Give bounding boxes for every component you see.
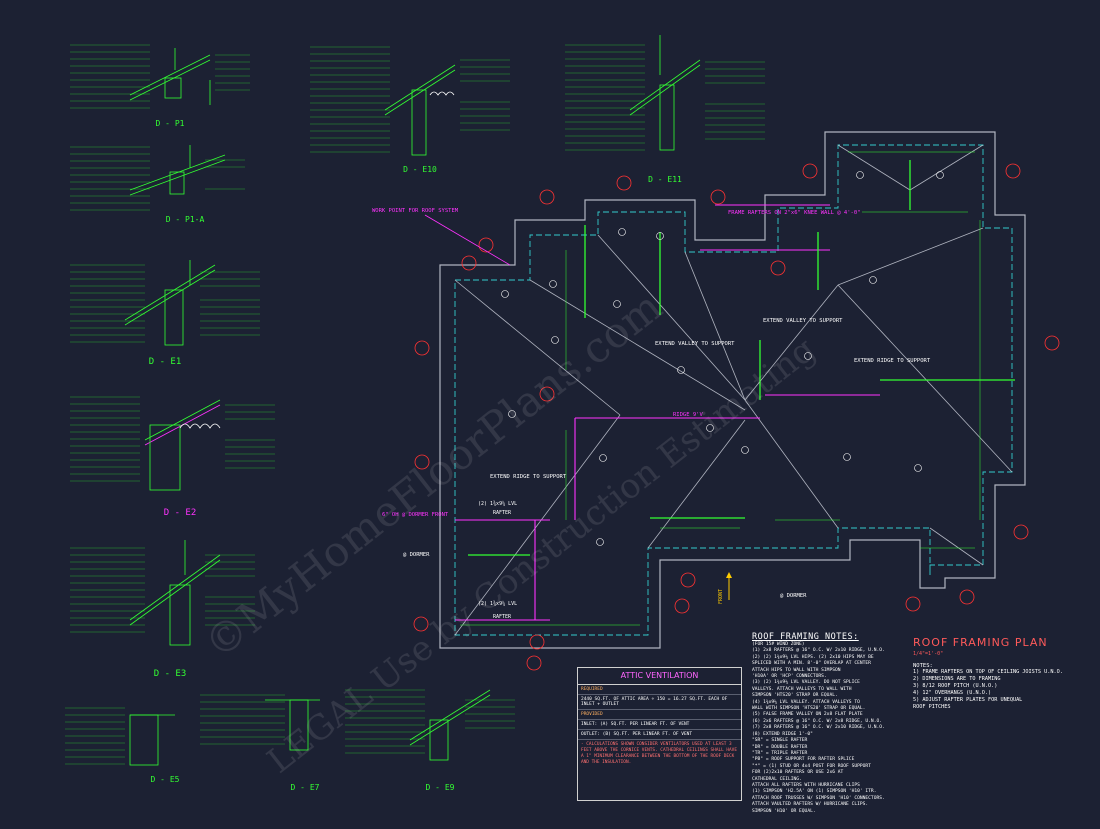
vent-provided: PROVIDED	[578, 710, 741, 720]
detail-d-e2	[70, 396, 275, 491]
detail-d-e9-label: D - E9	[426, 783, 455, 792]
roof-framing-notes: ROOF FRAMING NOTES: (FOR 15# WIND ZONE)(…	[752, 632, 885, 815]
roof-plan-outline	[439, 131, 1026, 649]
notes-line: (4) 1¾x9¼ LVL VALLEY. ATTACH VALLEYS TO	[752, 699, 860, 705]
roof-plan-hips-valleys	[454, 144, 1013, 636]
detail-d-e9	[345, 689, 515, 761]
work-point-label: WORK POINT FOR ROOF SYSTEM	[372, 208, 459, 214]
frame-rafters-label: FRAME RAFTERS ON 2"x6" KNEE WALL @ 4'-0"	[728, 210, 860, 216]
plan-notes-line: 1) FRAME RAFTERS ON TOP OF CEILING JOIST…	[913, 669, 1063, 675]
detail-d-e1-label: D - E1	[149, 357, 182, 367]
plan-title-block: ROOF FRAMING PLAN 1/4"=1'-0" NOTES: 1) F…	[913, 636, 1083, 711]
notes-line: (8) EXTEND RIDGE 1'-0"	[752, 731, 813, 737]
roof-plan-ridges	[455, 204, 880, 621]
notes-line: (7) 2x8 RAFTERS @ 16" O.C. W/ 2x10 RIDGE…	[752, 725, 885, 731]
notes-lines: (FOR 15# WIND ZONE)(1) 2x8 RAFTERS @ 16"…	[752, 642, 885, 815]
notes-line: (6) 2x6 RAFTERS @ 16" O.C. W/ 2x8 RIDGE,…	[752, 718, 882, 724]
notes-line: "*" = (1) STUD OR 4x4 POST FOR ROOF SUPP…	[752, 763, 871, 769]
plan-notes-title: NOTES:	[913, 663, 933, 669]
detail-d-e10-label: D - E10	[403, 165, 437, 174]
plan-notes-lines: 1) FRAME RAFTERS ON TOP OF CEILING JOIST…	[913, 669, 1083, 711]
detail-d-e5-label: D - E5	[151, 775, 180, 784]
notes-line: CATHEDRAL CEILING.	[752, 776, 802, 782]
plan-notes-line: 4) 12" OVERHANGS (U.N.O.)	[913, 690, 992, 696]
notes-line: SPLICED WITH A MIN. 8'-0" OVERLAP AT CEN…	[752, 661, 871, 667]
plan-title: ROOF FRAMING PLAN	[913, 636, 1048, 649]
attic-ventilation-box: ATTIC VENTILATION REQUIRED 2440 SQ.FT. O…	[577, 667, 742, 801]
notes-line: ATTACH ALL RAFTERS WITH HURRICANE CLIPS	[752, 782, 860, 788]
vent-title: ATTIC VENTILATION	[578, 668, 741, 685]
notes-line: (1) 2x8 RAFTERS @ 16" O.C. W/ 2x10 RIDGE…	[752, 648, 885, 654]
notes-title: ROOF FRAMING NOTES:	[752, 632, 859, 642]
notes-line: "TR" = TRIPLE RAFTER	[752, 750, 808, 756]
notes-line: (2) (2) 1¾x9¼ LVL HIPS. (2) 2x10 HIPS MA…	[752, 654, 874, 660]
notes-line: ATTACH HIPS TO WALL WITH SIMPSON	[752, 667, 841, 673]
plan-notes-line: 5) ADJUST RAFTER PLATES FOR UNEQUAL	[913, 697, 1023, 703]
detail-d-e3	[70, 540, 255, 646]
notes-line: VALLEYS. ATTACH VALLEYS TO WALL WITH	[752, 686, 852, 692]
vent-required: REQUIRED	[578, 685, 741, 695]
plan-scale: 1/4"=1'-0"	[913, 651, 944, 657]
notes-line: SIMPSON 'H10' OR EQUAL.	[752, 808, 816, 814]
detail-d-e5	[65, 707, 175, 766]
roof-plan-green-members	[468, 160, 1015, 556]
roof-plan-wall-line	[454, 144, 1013, 636]
extend-valley-label-1: EXTEND VALLEY TO SUPPORT	[763, 318, 843, 324]
detail-d-e1	[70, 260, 260, 346]
notes-line: (1) SIMPSON 'H2.5A' ON (1) SIMPSON 'H10'…	[752, 789, 877, 795]
detail-d-e2-label: D - E2	[164, 508, 197, 518]
notes-line: FOR (2)2x10 RAFTERS OR USE 2x6 AT	[752, 770, 844, 776]
extend-ridge-label-2: EXTEND RIDGE TO SUPPORT	[490, 474, 567, 480]
detail-d-e11-label: D - E11	[648, 175, 682, 184]
roof-plan-dimensions	[460, 151, 981, 626]
plan-notes-line: 3) 8/12 ROOF PITCH (U.N.O.)	[913, 683, 998, 689]
detail-d-e3-label: D - E3	[154, 669, 187, 679]
detail-d-e11	[565, 35, 765, 151]
detail-d-e7-label: D - E7	[291, 783, 320, 792]
notes-line: ATTACH VAULTED RAFTERS W/ HURRICANE CLIP…	[752, 802, 869, 808]
plan-notes-line: ROOF PITCHES	[913, 704, 951, 710]
extend-valley-label-2: EXTEND VALLEY TO SUPPORT	[655, 341, 735, 347]
roof-plan-circle-numbers	[501, 171, 944, 546]
vent-note: - CALCULATIONS SHOWN CONSIDER VENTILATOR…	[581, 742, 737, 765]
notes-line: SIMPSON 'HTS20' STRAP OR EQUAL.	[752, 693, 838, 699]
vent-line-1: 2440 SQ.FT. OF ATTIC AREA ÷ 150 = 16.27 …	[578, 695, 741, 710]
work-point-leader	[424, 214, 511, 266]
notes-line: (3) (2) 1¾x9¼ LVL VALLEY. DO NOT SPLICE	[752, 680, 860, 686]
notes-line: "SR" = SINGLE RAFTER	[752, 738, 808, 744]
lvl-label-a: (2) 1¾x9¼ LVL	[478, 501, 517, 507]
detail-d-p1-label: D - P1	[156, 119, 185, 128]
detail-d-p1a	[70, 145, 245, 211]
vent-line-2: INLET: (A) SQ.FT. PER LINEAR FT. OF VENT	[578, 720, 741, 730]
detail-d-p1	[70, 44, 250, 109]
dormer-label-b: @ DORMER	[780, 593, 807, 599]
notes-line: 'H10A' OR 'HCP' CONNECTORS.	[752, 674, 827, 680]
front-label: FRONT	[718, 589, 724, 604]
dormer-front-label: 6" OH @ DORMER FRONT	[382, 512, 449, 518]
notes-line: (5) FALSE FRAME VALLEY ON 2x8 FLAT PLATE	[752, 712, 863, 718]
notes-line: "DR" = DOUBLE RAFTER	[752, 744, 808, 750]
vent-line-3: OUTLET: (B) SQ.FT. PER LINEAR FT. OF VEN…	[578, 730, 741, 740]
notes-line: ATTACH ROOF TRUSSES W/ SIMPSON 'H10' CON…	[752, 795, 885, 801]
dormer-label-a: @ DORMER	[403, 552, 430, 558]
plan-notes-line: 2) DIMENSIONS ARE TO FRAMING	[913, 676, 1001, 682]
detail-d-e10	[310, 46, 510, 156]
notes-line: (FOR 15# WIND ZONE)	[752, 642, 805, 647]
extend-ridge-label-1: EXTEND RIDGE TO SUPPORT	[854, 358, 931, 364]
front-arrow	[726, 572, 732, 600]
lvl-label-b: (2) 1¾x9¼ LVL	[478, 601, 517, 607]
rafter-label-a: RAFTER	[493, 510, 512, 516]
rafter-label-b: RAFTER	[493, 614, 512, 620]
detail-d-p1a-label: D - P1-A	[166, 215, 205, 224]
ridge-label: RIDGE 9'V	[673, 412, 703, 418]
notes-line: WALL WITH SIMPSON 'HTS20' STRAP OR EQUAL…	[752, 706, 866, 712]
notes-line: "PB" = ROOF SUPPORT FOR RAFTER SPLICE	[752, 757, 855, 763]
section-callouts	[413, 163, 1060, 671]
detail-d-e7	[200, 694, 320, 751]
